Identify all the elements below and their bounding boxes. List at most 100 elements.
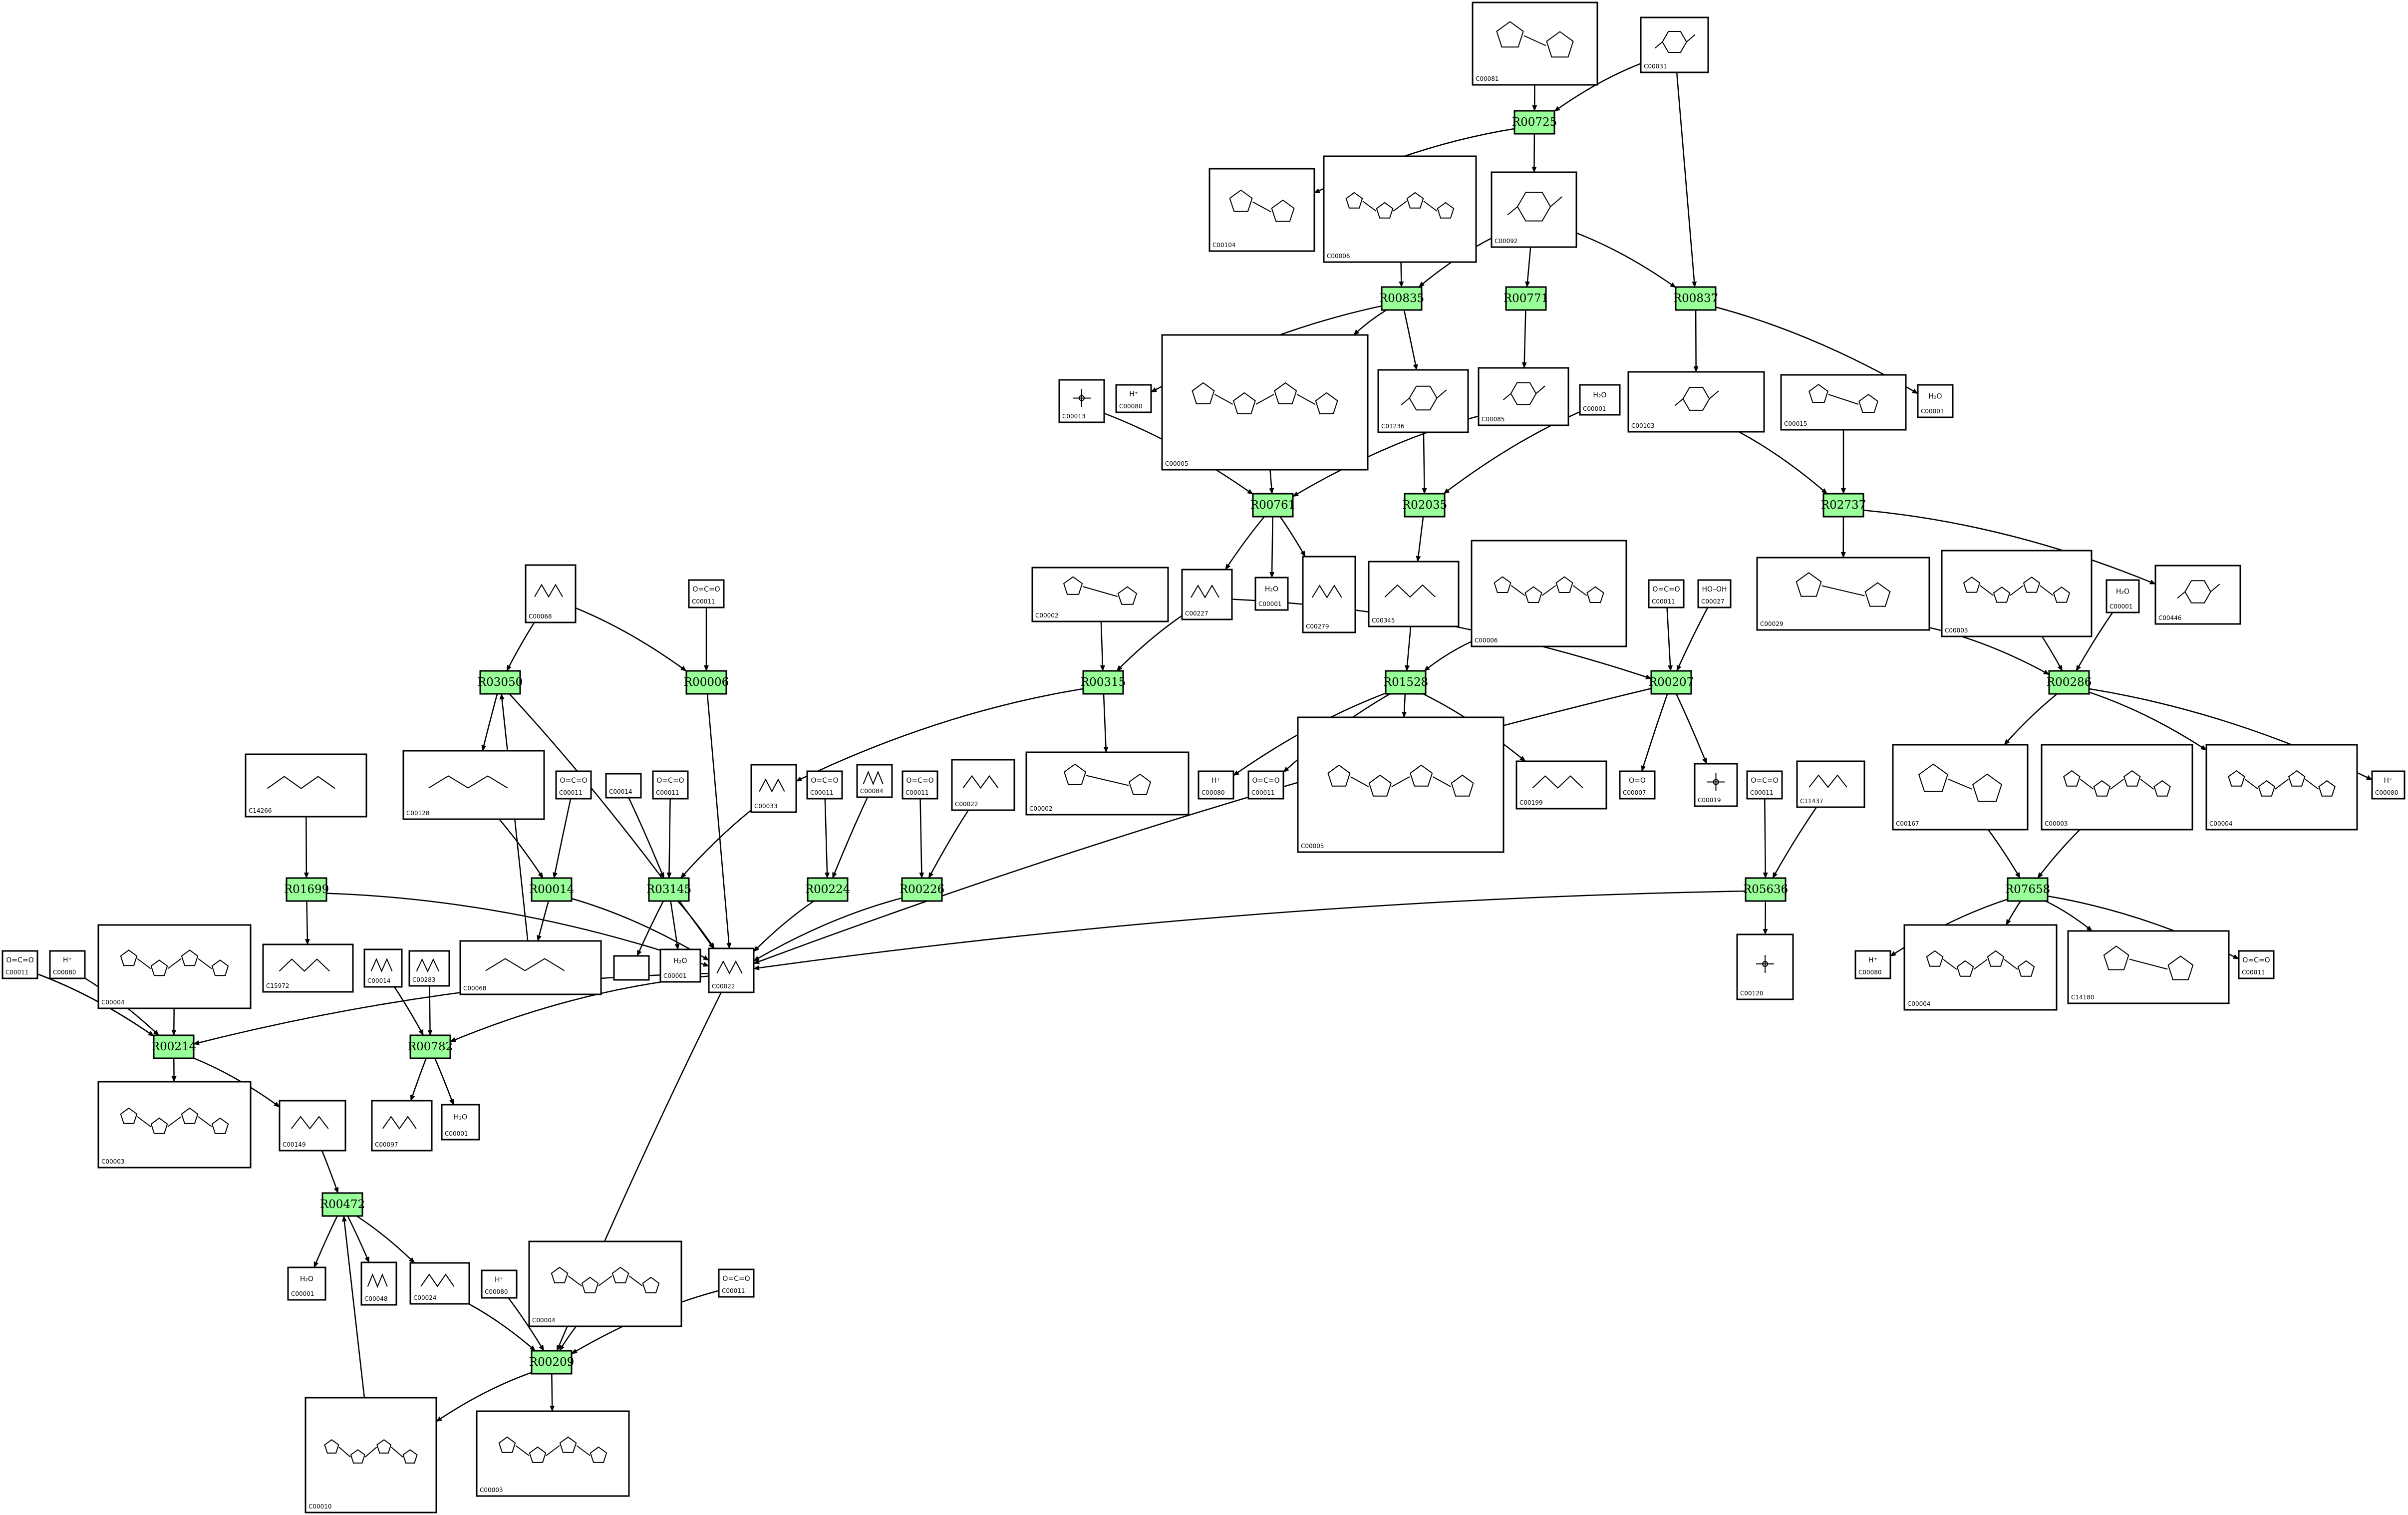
compound-node[interactable]: C00033 — [750, 764, 797, 813]
compound-node[interactable]: C00003 — [476, 1410, 630, 1497]
reaction-node[interactable]: R00207 — [1649, 670, 1694, 695]
compound-node[interactable]: C00004 — [1903, 924, 2058, 1011]
compound-node[interactable]: C00002 — [1031, 567, 1169, 622]
reaction-node[interactable]: R00782 — [408, 1034, 453, 1059]
compound-node[interactable]: H⁺C00080 — [1854, 950, 1891, 979]
compound-node[interactable]: C00092 — [1491, 171, 1577, 248]
compound-node[interactable]: C14180 — [2067, 930, 2230, 1004]
compound-node[interactable]: C00167 — [1892, 744, 2029, 831]
compound-node[interactable]: C00128 — [402, 750, 545, 820]
reaction-node[interactable]: R00214 — [151, 1034, 196, 1059]
compound-node[interactable]: C00022 — [708, 947, 755, 993]
compound-node[interactable]: C00006 — [1471, 540, 1627, 647]
compound-node[interactable]: C00048 — [360, 1261, 397, 1306]
compound-node[interactable]: C00446 — [2154, 565, 2241, 625]
reaction-node[interactable]: R00725 — [1512, 110, 1557, 135]
compound-node[interactable]: C00031 — [1640, 16, 1709, 73]
compound-node[interactable]: C00004 — [97, 924, 252, 1009]
compound-node[interactable]: C00004 — [528, 1240, 682, 1327]
compound-node[interactable]: C00004 — [2205, 744, 2358, 831]
compound-node[interactable]: C00003 — [1941, 550, 2093, 637]
compound-node[interactable]: C00084 — [856, 764, 893, 798]
compound-node[interactable]: H⁺C00080 — [2371, 770, 2406, 800]
compound-node[interactable]: H⁺C00080 — [49, 950, 86, 979]
compound-node[interactable]: C00068 — [525, 564, 577, 623]
compound-node[interactable]: C00003 — [97, 1081, 252, 1169]
reaction-node[interactable]: R00771 — [1504, 286, 1548, 311]
compound-node[interactable]: C00081 — [1472, 1, 1598, 86]
reaction-node[interactable]: R05636 — [1743, 877, 1788, 902]
compound-node[interactable]: C00103 — [1627, 371, 1765, 433]
compound-node[interactable]: C00014 — [363, 948, 403, 988]
compound-node[interactable]: C00120 — [1736, 933, 1794, 1000]
reaction-node[interactable]: R01699 — [284, 877, 329, 902]
reaction-node[interactable]: R00224 — [805, 877, 850, 902]
reaction-node[interactable]: R00014 — [529, 877, 574, 902]
compound-node[interactable]: C00283 — [408, 950, 450, 987]
compound-node[interactable]: C00006 — [1323, 155, 1477, 263]
compound-node[interactable]: H⁺C00080 — [1198, 770, 1234, 800]
compound-node[interactable]: H⁺C00080 — [1115, 384, 1152, 413]
compound-node[interactable] — [613, 955, 650, 981]
reaction-node[interactable]: R07658 — [2005, 877, 2050, 902]
compound-node[interactable]: C00279 — [1302, 556, 1356, 633]
reaction-node[interactable]: R00835 — [1379, 286, 1424, 311]
compound-node[interactable]: C00005 — [1161, 334, 1369, 471]
reaction-node[interactable]: R00209 — [529, 1350, 574, 1375]
compound-node[interactable]: C00002 — [1025, 751, 1190, 816]
reaction-node[interactable]: R02035 — [1402, 493, 1447, 518]
compound-node[interactable]: H⁺C00080 — [481, 1269, 518, 1299]
compound-node[interactable]: C00199 — [1515, 760, 1607, 810]
compound-node[interactable]: C00005 — [1297, 716, 1505, 853]
compound-node[interactable]: C00014 — [605, 773, 642, 799]
reaction-node[interactable]: R00761 — [1250, 493, 1295, 518]
compound-node[interactable]: C11437 — [1796, 760, 1865, 808]
compound-node[interactable]: C15972 — [262, 943, 354, 993]
compound-node[interactable]: C00022 — [951, 759, 1015, 811]
reaction-node[interactable]: R00226 — [900, 877, 944, 902]
reaction-node[interactable]: R00006 — [684, 670, 729, 695]
compound-node[interactable]: C00013 — [1058, 379, 1105, 423]
reaction-node[interactable]: R02737 — [1821, 493, 1866, 518]
compound-node[interactable]: C00003 — [2041, 744, 2193, 831]
reaction-node[interactable]: R00286 — [2047, 670, 2092, 695]
reaction-node[interactable]: R00472 — [320, 1192, 365, 1217]
compound-node[interactable]: C00345 — [1368, 561, 1460, 627]
compound-node[interactable]: C01236 — [1377, 369, 1469, 433]
compound-node[interactable]: C00085 — [1478, 367, 1569, 426]
compound-node[interactable]: C00097 — [371, 1100, 433, 1152]
compound-node[interactable]: C00149 — [279, 1100, 346, 1152]
reaction-node[interactable]: R00315 — [1081, 670, 1126, 695]
compound-node[interactable]: C00029 — [1756, 557, 1930, 631]
compound-node[interactable]: C00104 — [1208, 168, 1315, 252]
reaction-node[interactable]: R00837 — [1673, 286, 1718, 311]
compound-node[interactable]: C00068 — [459, 940, 602, 995]
compound-node[interactable]: C00227 — [1181, 569, 1233, 620]
compound-node[interactable]: C00019 — [1694, 763, 1738, 807]
compound-node[interactable]: C00015 — [1780, 374, 1907, 431]
reaction-node[interactable]: R03145 — [646, 877, 691, 902]
compound-node[interactable]: C00010 — [304, 1397, 437, 1514]
compound-node[interactable]: C00024 — [409, 1262, 470, 1305]
compound-node[interactable]: C14266 — [245, 753, 367, 818]
